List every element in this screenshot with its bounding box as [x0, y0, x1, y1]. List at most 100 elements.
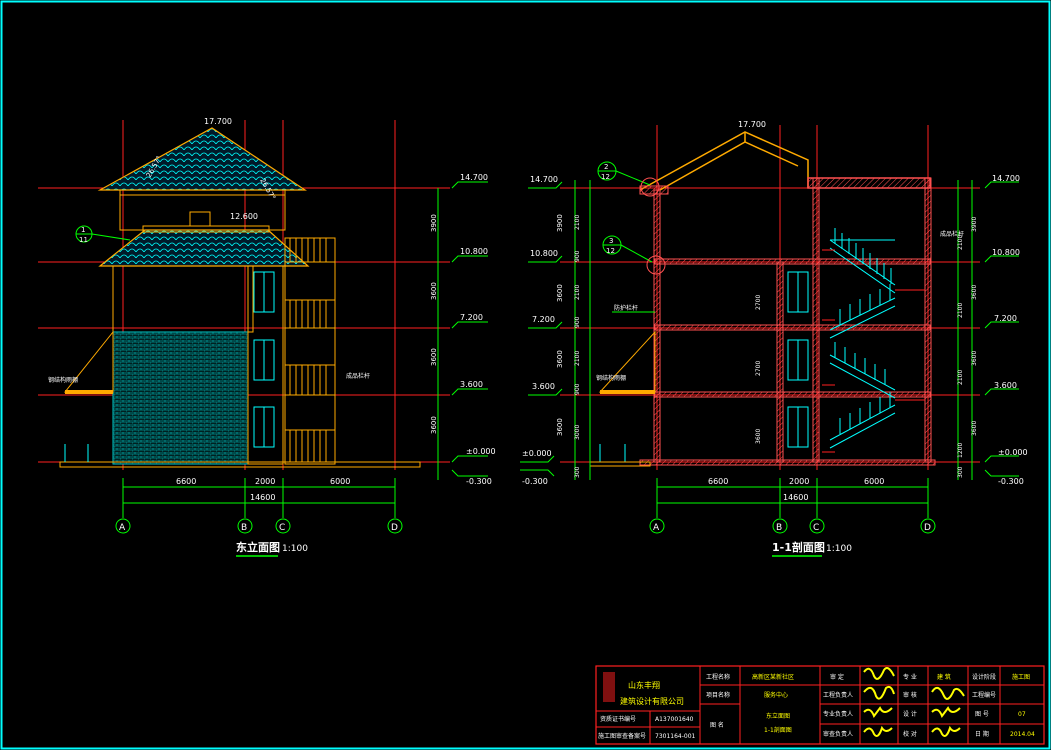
signature — [863, 667, 965, 737]
ridge-level: 17.700 — [738, 120, 766, 129]
section-axis-lines — [656, 125, 929, 470]
elevation-stair-railings — [284, 237, 336, 465]
axis-label: B — [776, 523, 782, 533]
total-span: 14600 — [783, 493, 808, 502]
section-roof — [639, 131, 931, 191]
section-dim: 900 — [574, 316, 581, 328]
axis-label: D — [391, 523, 398, 533]
level-label: ±0.000 — [522, 449, 552, 458]
axis-label: C — [279, 523, 285, 533]
cert-value: A137001640 — [655, 716, 694, 723]
axis-label: A — [119, 523, 126, 533]
section-dim: 900 — [574, 250, 581, 262]
level-label: 10.800 — [530, 249, 558, 258]
section-dim: 2100 — [957, 370, 964, 385]
level-label: 7.200 — [532, 315, 555, 324]
project-no-label: 工程编号 — [972, 691, 996, 699]
level-label: 3.600 — [532, 382, 555, 391]
section-title: 1-1剖面图 — [772, 540, 825, 554]
discipline-value: 建 筑 — [937, 673, 951, 681]
stage-value: 施工图 — [1012, 673, 1030, 681]
section-dim: 3600 — [556, 350, 564, 368]
section-dim: 300 — [574, 466, 581, 478]
record-value: 7301164-001 — [655, 733, 696, 740]
detail-marker-sheet: 11 — [79, 236, 88, 244]
level-label: 3.600 — [460, 380, 483, 389]
cert-label: 资质证书编号 — [600, 715, 636, 723]
section-dim: 3600 — [556, 418, 564, 436]
item-value: 服务中心 — [764, 691, 788, 699]
detail-marker-num: 2 — [604, 163, 608, 171]
span-dim: 6000 — [330, 477, 350, 486]
level-label: 14.700 — [992, 174, 1020, 183]
role-label: 审 定 — [830, 673, 844, 681]
eave-level: 12.600 — [230, 212, 258, 221]
project-value: 高新区某新社区 — [752, 673, 794, 681]
drawing-label: 图 名 — [710, 721, 724, 729]
annotation-canopy: 钢结构雨棚 — [48, 376, 78, 384]
section-dim: 2100 — [957, 303, 964, 318]
section-right-level-marks: 14.700 10.800 7.200 3.600 ±0.000 -0.300 … — [755, 174, 1028, 486]
role-label: 校 对 — [903, 730, 917, 738]
section-walls — [653, 177, 932, 463]
axis-label: A — [653, 523, 660, 533]
section-dim: 2100 — [574, 351, 581, 366]
role-label: 审 核 — [903, 691, 917, 699]
level-label: 10.800 — [460, 247, 488, 256]
level-label: ±0.000 — [466, 447, 496, 456]
elevation-dimensions: 6600 2000 6000 14600 — [122, 477, 396, 518]
section-stairs — [829, 228, 896, 449]
drawing-value: 1-1剖面图 — [764, 726, 792, 734]
role-label: 工程负责人 — [823, 691, 853, 699]
section-inner-dim: 2700 — [755, 295, 762, 310]
date-value: 2014.04 — [1010, 731, 1035, 738]
level-label: 7.200 — [460, 313, 483, 322]
floor-height: 3900 — [430, 214, 438, 232]
detail-marker-num: 1 — [81, 226, 85, 234]
section-dim: 3600 — [971, 421, 978, 436]
level-label: 7.200 — [994, 314, 1017, 323]
section-dim: 3600 — [556, 284, 564, 302]
stage-label: 设计阶段 — [972, 673, 996, 681]
section-dim: 3900 — [556, 214, 564, 232]
floor-height: 3600 — [430, 416, 438, 434]
elevation-brick-wall — [112, 331, 249, 465]
item-label: 项目名称 — [706, 691, 730, 699]
company-name-2: 建筑设计有限公司 — [620, 696, 684, 706]
span-dim: 6600 — [176, 477, 196, 486]
total-span: 14600 — [250, 493, 275, 502]
section-scale: 1:100 — [826, 544, 852, 554]
section-dimensions: 6600 2000 6000 14600 — [656, 477, 929, 518]
floor-height: 3600 — [430, 348, 438, 366]
drawing-value: 东立面图 — [766, 712, 790, 720]
annotation-railing: 成品栏杆 — [940, 230, 964, 238]
section-dim: 3000 — [574, 425, 581, 440]
section-dim: 3600 — [971, 285, 978, 300]
role-label: 设 计 — [903, 710, 917, 718]
section-dim: 2100 — [574, 285, 581, 300]
section-axis-bubbles: A B C D — [649, 518, 936, 534]
record-label: 施工图审查备案号 — [598, 732, 646, 740]
elevation-lower-roof — [98, 229, 310, 267]
ridge-level: 17.700 — [204, 117, 232, 126]
section-left-level-marks: 14.700 10.800 7.200 3.600 ±0.000 -0.300 … — [520, 175, 591, 486]
level-label: -0.300 — [466, 477, 492, 486]
elevation-axis-bubbles: A B C D — [115, 518, 403, 534]
east-elevation: 26.57° 26.57° 17.700 12.600 1 11 钢结构雨棚 成… — [38, 117, 496, 557]
role-label: 审查负责人 — [823, 730, 853, 738]
span-dim: 2000 — [255, 477, 275, 486]
detail-marker-sheet: 12 — [606, 247, 615, 255]
sheet-no-label: 图 号 — [975, 711, 989, 718]
elevation-windows — [253, 271, 275, 448]
elevation-title: 东立面图 — [236, 540, 280, 554]
level-label: 3.600 — [994, 381, 1017, 390]
axis-label: B — [241, 523, 247, 533]
span-dim: 6600 — [708, 477, 728, 486]
elevation-level-marks: 14.700 10.800 7.200 3.600 ±0.000 -0.300 … — [430, 173, 496, 486]
role-label: 专业负责人 — [823, 710, 853, 718]
section-1-1: 2 12 3 12 17.700 钢结构雨棚 成品栏杆 防护栏杆 — [520, 120, 1028, 557]
section-dim: 300 — [957, 466, 964, 478]
level-label: -0.300 — [522, 477, 548, 486]
company-name: 山东丰翔 — [628, 680, 660, 690]
